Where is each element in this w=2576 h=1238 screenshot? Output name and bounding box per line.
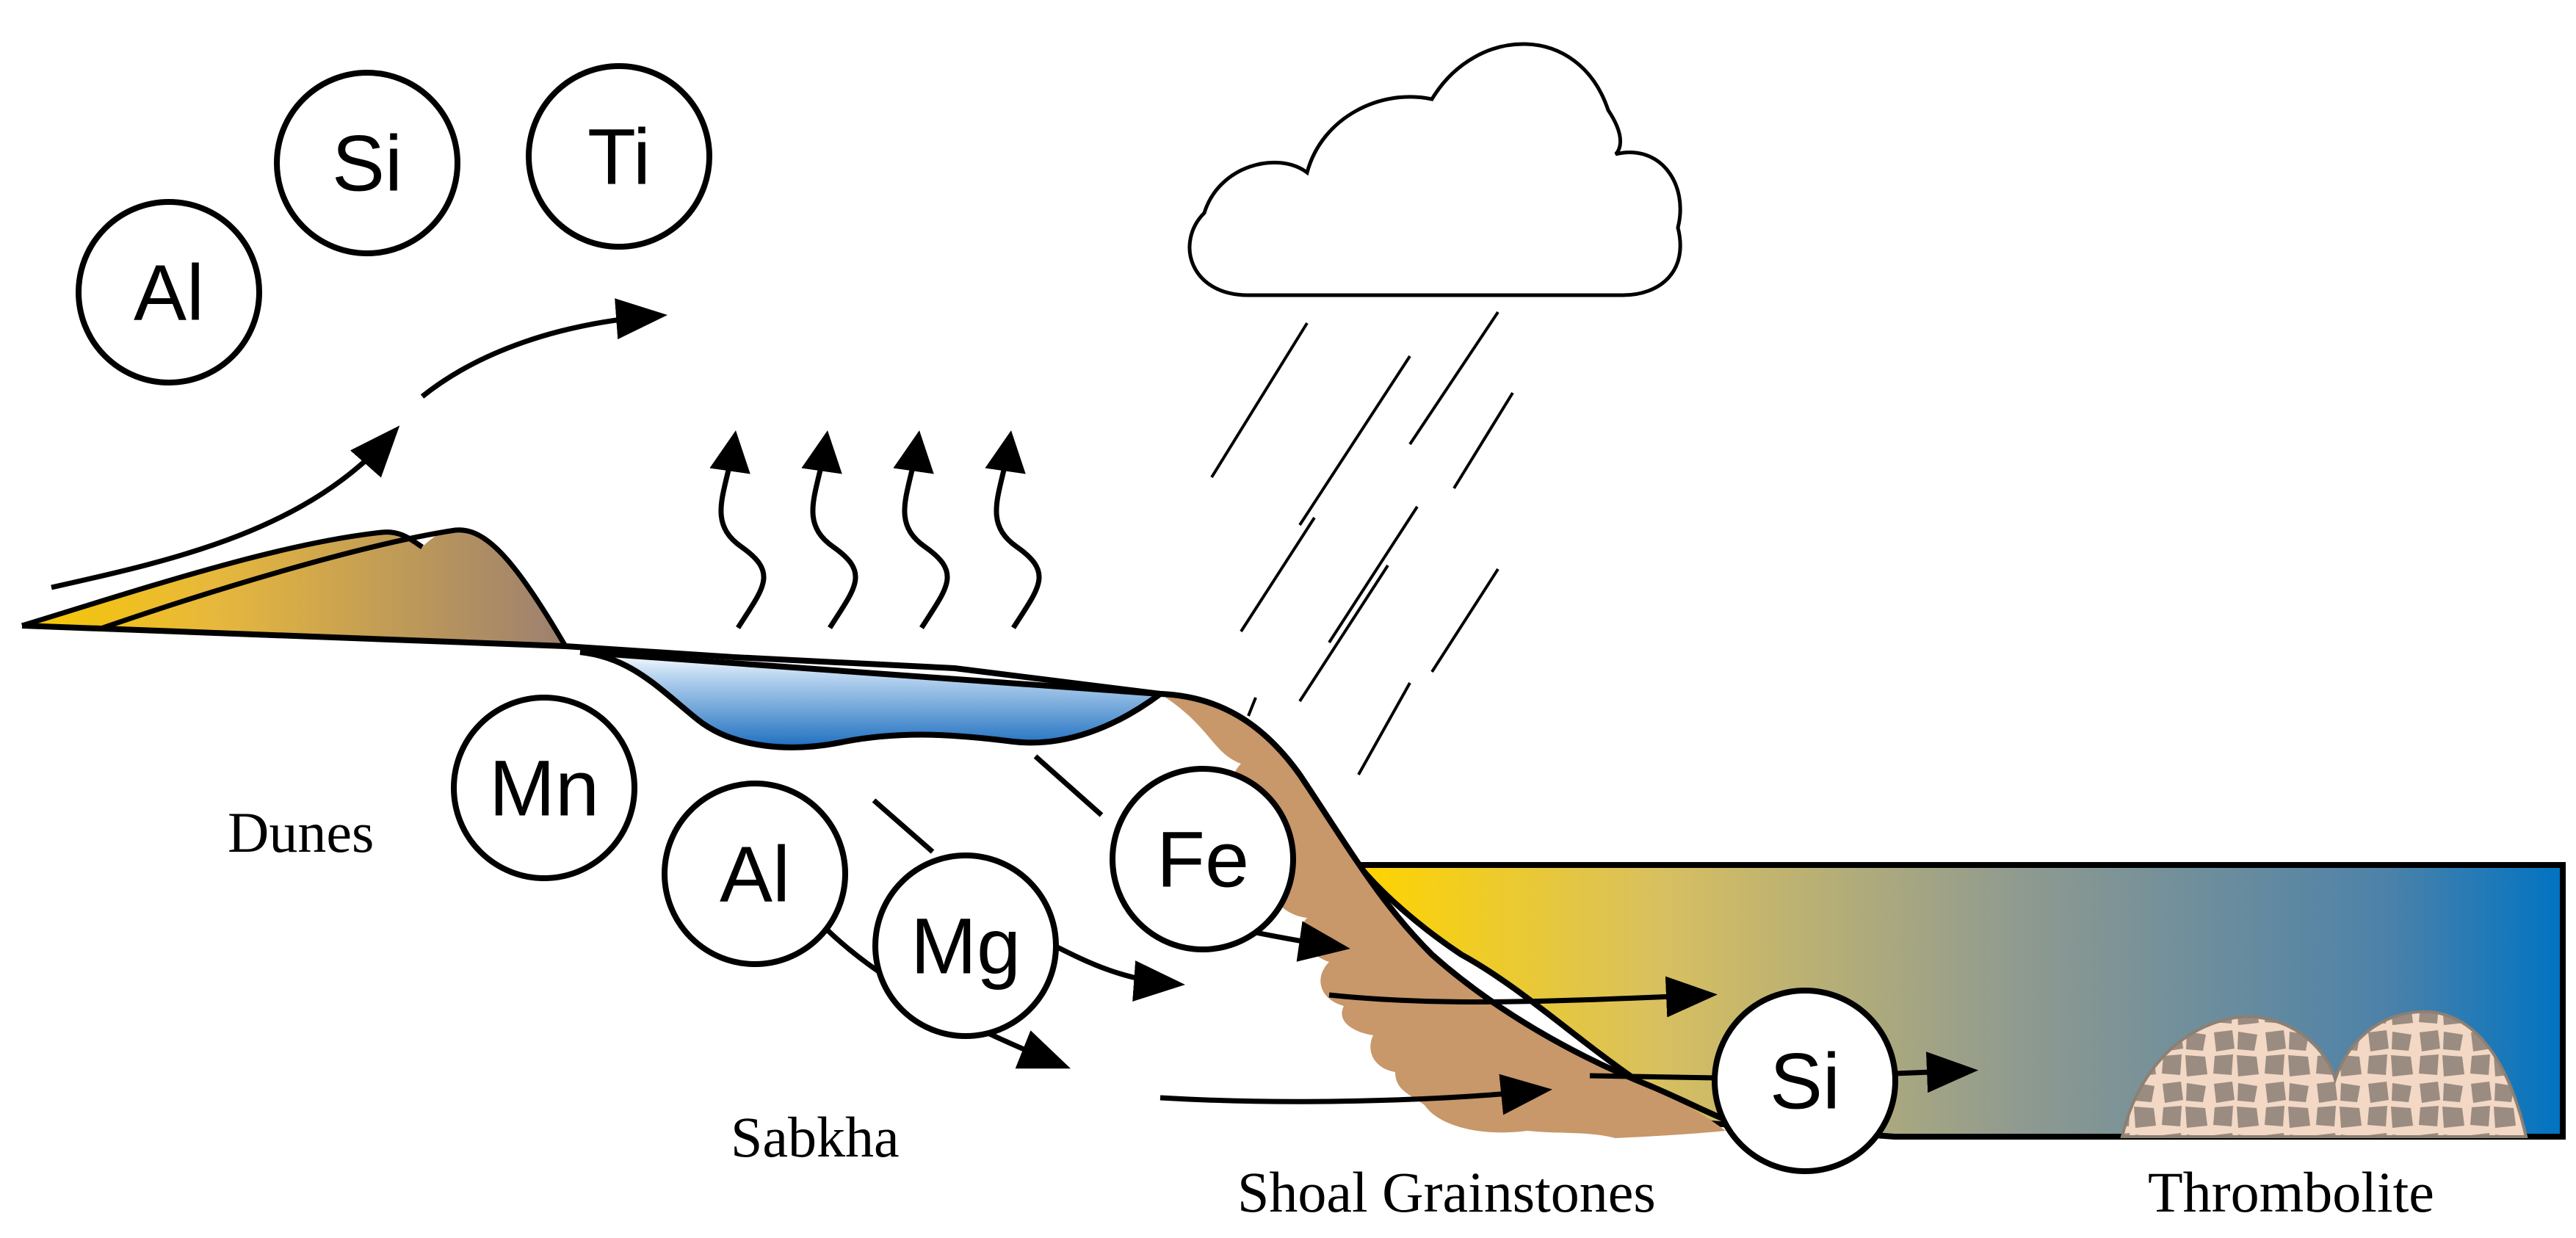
shoal-slope-line	[1159, 691, 1763, 1134]
wind-arrow-lower	[51, 425, 400, 590]
element-mn: Mn	[451, 695, 637, 881]
svg-text:Si: Si	[1770, 1037, 1840, 1126]
svg-text:Al: Al	[134, 248, 204, 337]
evaporation-arrows	[709, 430, 1042, 629]
thrombolite-mounds	[2120, 1010, 2528, 1138]
svg-text:Mn: Mn	[489, 744, 599, 833]
svg-text:Fe: Fe	[1157, 815, 1249, 904]
sabkha-water	[579, 649, 1168, 750]
element-wind-ti: Ti	[526, 63, 712, 250]
wind-arrow-upper	[420, 298, 667, 399]
svg-text:Mg: Mg	[911, 902, 1021, 991]
element-wind-al: Al	[76, 199, 262, 385]
label-shoal-grainstones: Shoal Grainstones	[1237, 1160, 1656, 1224]
dunes	[21, 527, 568, 648]
label-dunes: Dunes	[228, 800, 374, 864]
label-sabkha: Sabkha	[731, 1105, 900, 1169]
rain	[1210, 311, 1514, 775]
svg-text:Si: Si	[332, 119, 402, 208]
element-al: Al	[662, 781, 848, 967]
svg-text:Ti: Ti	[587, 112, 651, 201]
land-surface	[21, 623, 1161, 697]
element-si: Si	[1712, 988, 1898, 1174]
element-mg: Mg	[872, 853, 1059, 1039]
svg-text:Al: Al	[720, 830, 790, 919]
groundwater-arrows	[820, 754, 1978, 1115]
shoal-grainstone-body	[1160, 694, 1726, 1138]
element-fe: Fe	[1110, 766, 1296, 952]
element-wind-si: Si	[274, 70, 460, 256]
cloud	[1187, 42, 1682, 297]
label-thrombolite: Thrombolite	[2148, 1160, 2434, 1224]
